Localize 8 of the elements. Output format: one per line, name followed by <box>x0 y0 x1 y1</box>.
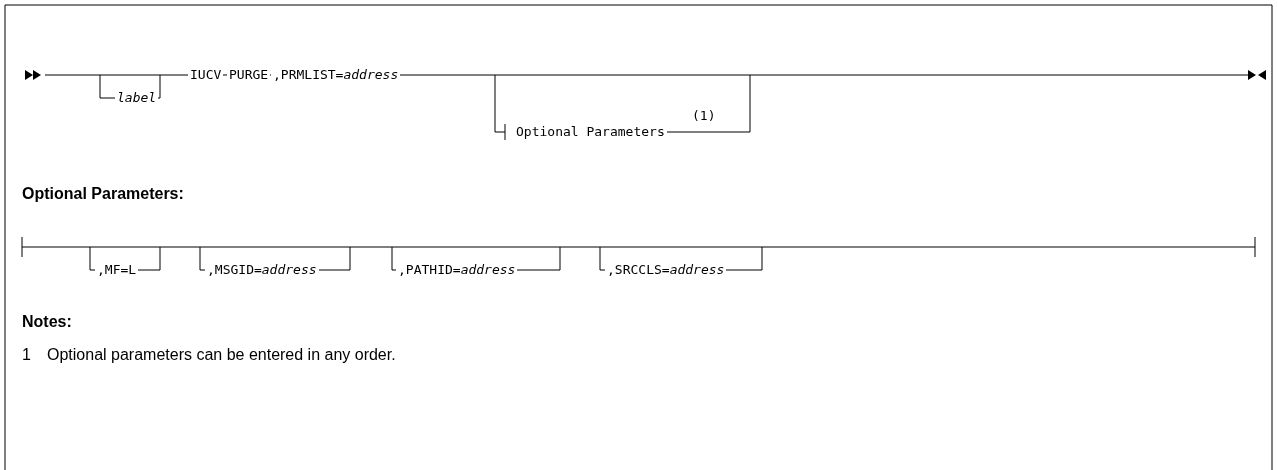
parameter: ,MSGID=address <box>205 262 319 278</box>
parameter: ,SRCCLS=address <box>605 262 727 278</box>
parameter: ,MF=L <box>95 262 139 278</box>
fragment-reference: Optional Parameters <box>514 124 667 140</box>
note-text: Optional parameters can be entered in any order. <box>47 345 396 365</box>
parameter: ,PRMLIST=address <box>271 67 401 83</box>
section-heading: Optional Parameters: <box>22 184 184 204</box>
parameter: ,PATHID=address <box>396 262 518 278</box>
